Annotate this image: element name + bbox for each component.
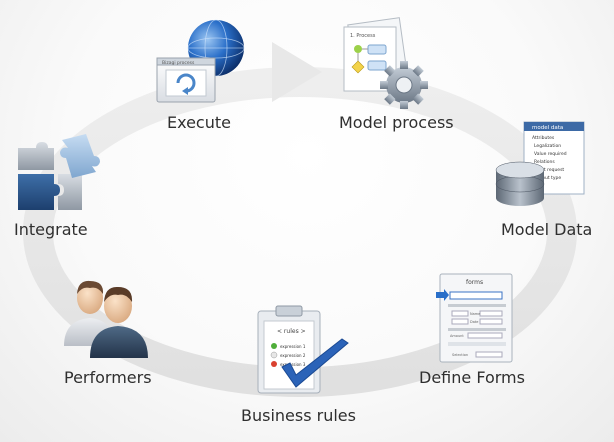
step-business-rules[interactable]: < rules > expression 1 expression 2 expr… [252, 305, 352, 397]
process-document-gear-icon: 1. Process [343, 17, 428, 109]
step-model-process[interactable]: 1. Process [334, 15, 434, 115]
rules-board-title: < rules > [277, 328, 306, 335]
step-label-model-process: Model process [339, 113, 454, 132]
forms-select: Selection [452, 353, 468, 357]
step-define-forms[interactable]: forms Name Date Amount Selection [434, 272, 514, 364]
forms-arrow-icon [436, 289, 449, 301]
step-label-model-data: Model Data [501, 220, 593, 239]
step-label-business-rules: Business rules [241, 406, 356, 425]
cycle-arrow-head [272, 42, 322, 102]
rules-item-1: expression 2 [280, 353, 306, 358]
forms-field-a: Name [470, 312, 480, 316]
forms-field-c: Amount [450, 334, 464, 338]
model-data-item-0: Attributes [532, 135, 555, 141]
model-data-item-5: Output type [534, 175, 561, 181]
step-model-data[interactable]: model data Attributes Legalization Value… [492, 120, 592, 215]
step-label-define-forms: Define Forms [419, 368, 525, 387]
model-data-item-2: Value required [534, 151, 567, 157]
step-execute[interactable]: Bizagi process [150, 18, 260, 108]
model-data-item-4: Input request [534, 167, 564, 173]
form-window-icon: forms Name Date Amount Selection [436, 273, 513, 363]
rules-item-2: expression 3 [280, 362, 306, 367]
step-label-performers: Performers [64, 368, 152, 387]
step-label-execute: Execute [167, 113, 231, 132]
step-label-integrate: Integrate [14, 220, 88, 239]
process-doc-title: 1. Process [350, 33, 376, 39]
model-data-panel-title: model data [532, 125, 563, 131]
step-integrate[interactable] [12, 132, 102, 214]
model-data-item-3: Relations [534, 159, 555, 165]
forms-field-b: Date [470, 320, 478, 324]
forms-panel-title: forms [466, 279, 483, 286]
clipboard-check-icon: < rules > expression 1 expression 2 expr… [257, 305, 349, 394]
users-icon [64, 280, 148, 358]
model-data-item-1: Legalization [534, 143, 561, 149]
execute-window-title: Bizagi process [162, 60, 195, 66]
puzzle-icon [18, 134, 100, 210]
database-icon: model data Attributes Legalization Value… [495, 121, 585, 206]
rules-item-0: expression 1 [280, 344, 306, 349]
globe-window-icon: Bizagi process [156, 19, 245, 103]
step-performers[interactable] [60, 276, 160, 361]
check-mark-icon [281, 338, 349, 388]
